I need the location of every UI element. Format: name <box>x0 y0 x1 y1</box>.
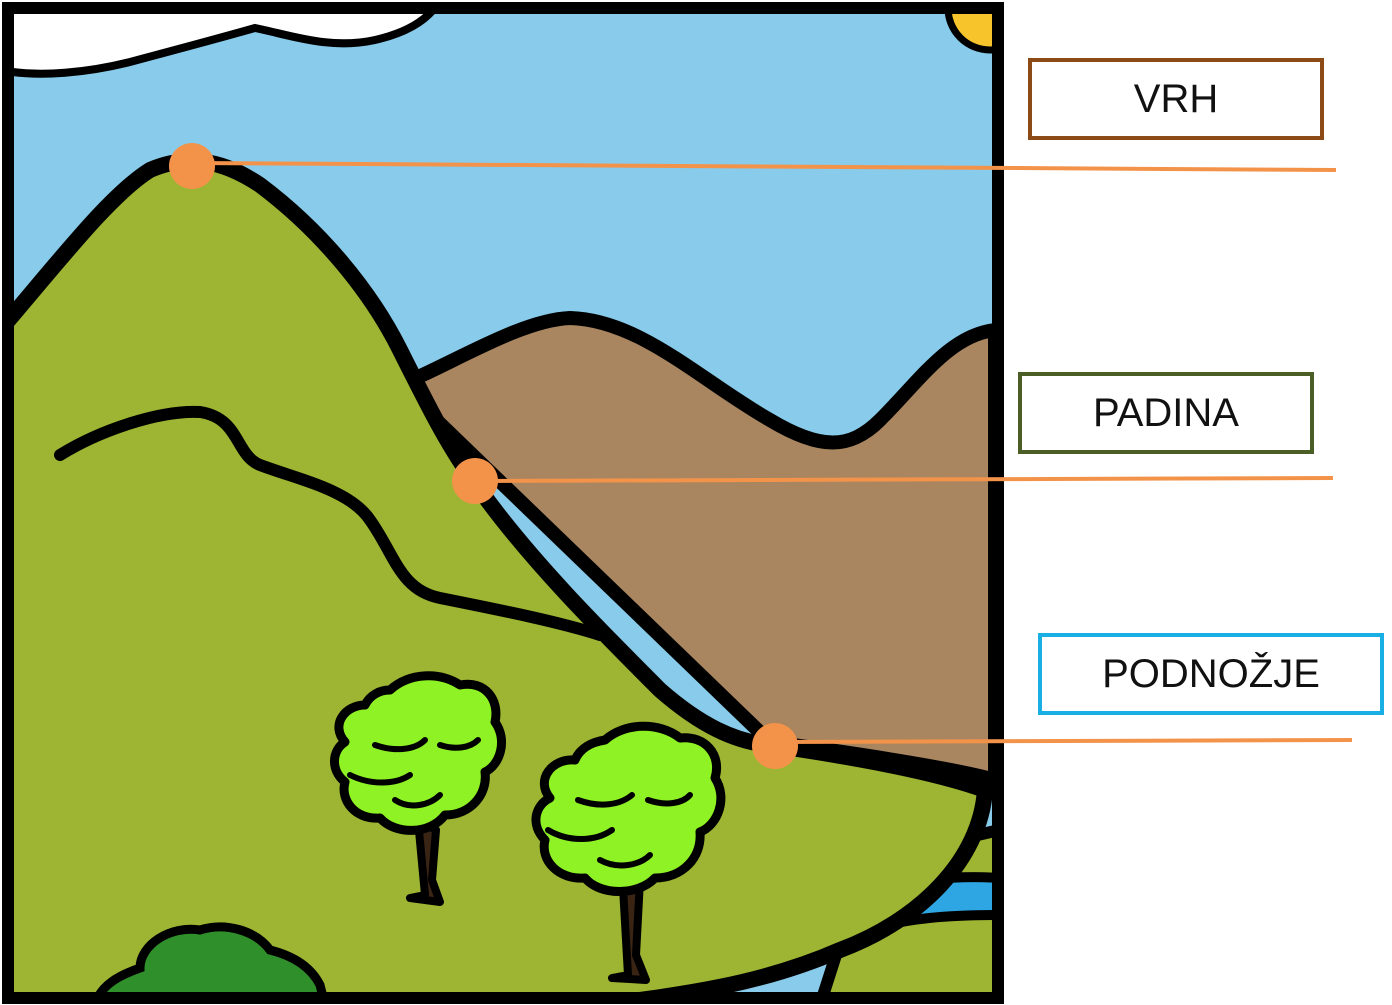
label-podnozje: PODNOŽJE <box>1038 633 1384 715</box>
ridge-line <box>54 405 606 641</box>
pointer-dot-vrh <box>169 143 215 189</box>
pointer-line-padina <box>474 476 1334 483</box>
label-padina: PADINA <box>1018 372 1314 454</box>
pointer-line-podnozje <box>774 738 1353 744</box>
label-padina-text: PADINA <box>1093 390 1239 435</box>
pointer-dot-podnozje <box>752 723 798 769</box>
pointer-line-vrh <box>191 161 1337 172</box>
label-vrh: VRH <box>1028 58 1324 140</box>
picture-frame <box>2 2 1004 1004</box>
brown-mountain <box>393 311 994 787</box>
bush <box>94 922 327 994</box>
tree-right <box>531 721 726 984</box>
label-vrh-text: VRH <box>1133 76 1219 121</box>
label-podnozje-text: PODNOŽJE <box>1102 651 1320 696</box>
tree-left <box>330 671 507 906</box>
sun <box>944 12 994 54</box>
pointer-dot-padina <box>452 458 498 504</box>
cloud <box>12 12 437 78</box>
